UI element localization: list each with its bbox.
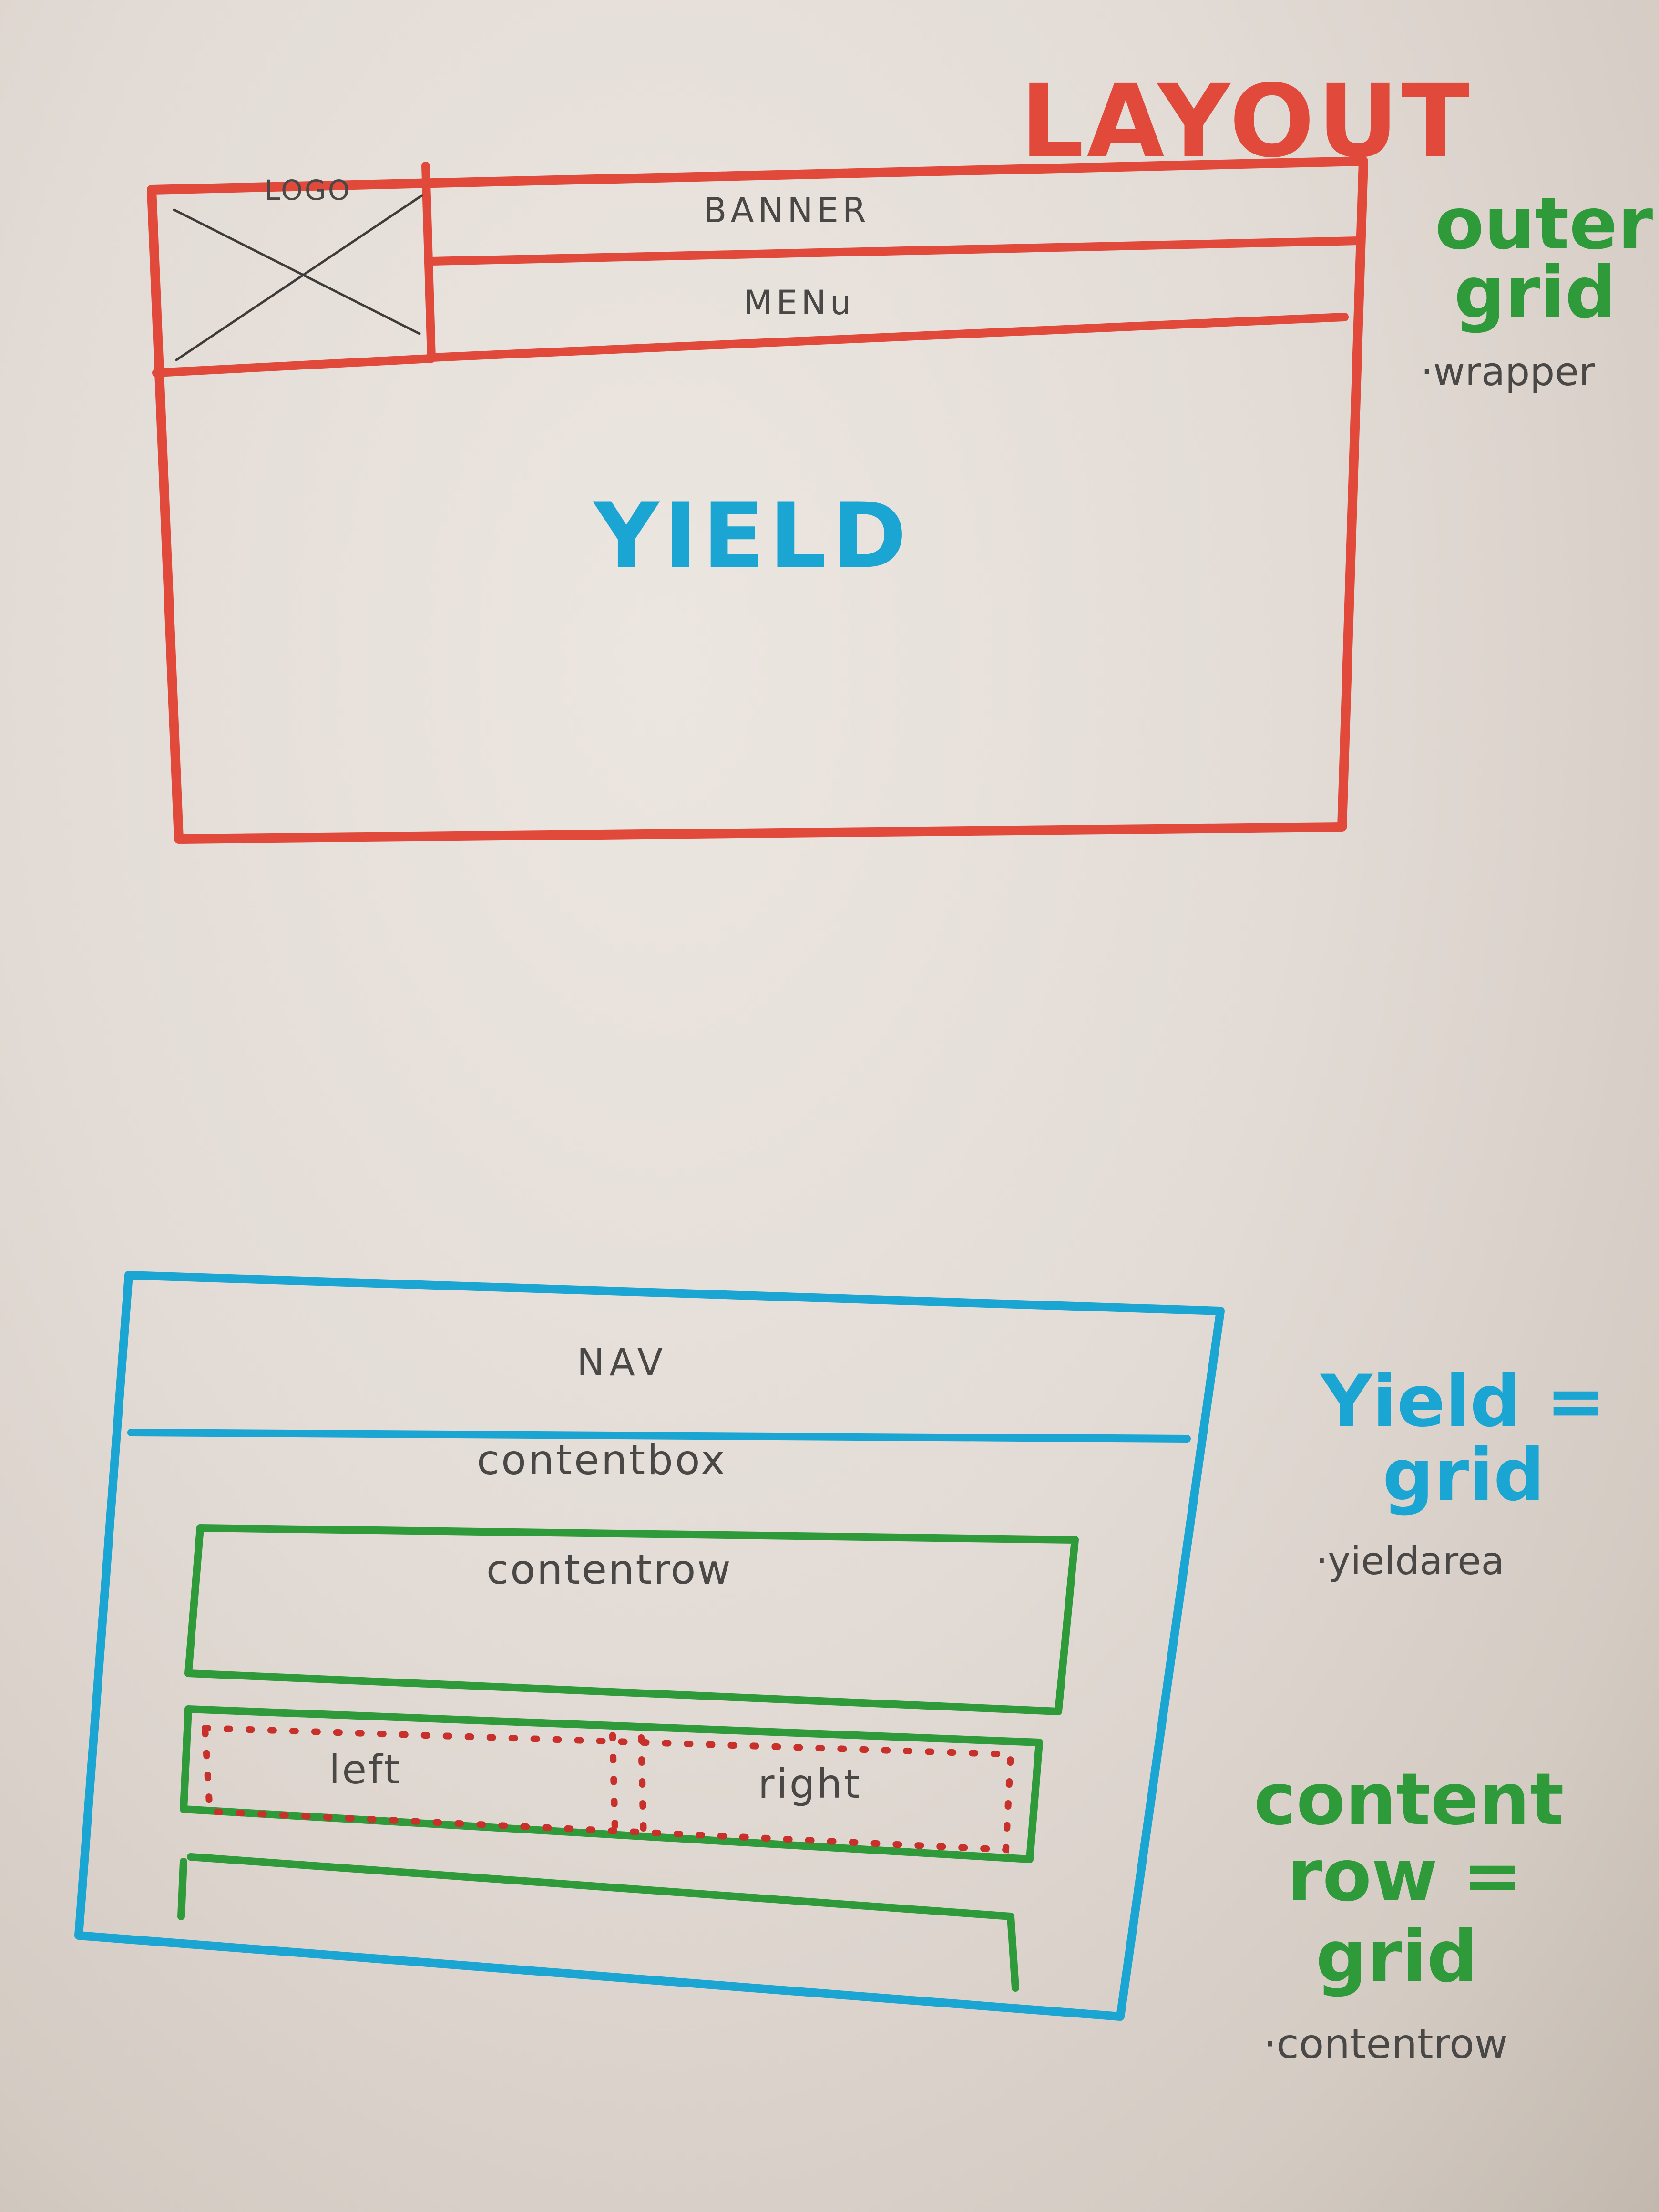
nav-divider bbox=[127, 1429, 1191, 1443]
menu-label: MENu bbox=[744, 283, 855, 322]
yield-grid-class-name: ·yieldarea bbox=[1316, 1539, 1505, 1583]
contentrow-box-2 bbox=[180, 1705, 1043, 1863]
layout-banner-menu-divider bbox=[427, 236, 1363, 362]
contentrow-grid-note-line3: grid bbox=[1316, 1915, 1478, 1998]
yield-outer-frame bbox=[74, 1271, 1225, 2021]
outer-grid-note-line2: grid bbox=[1454, 252, 1617, 335]
layout-title: LAYOUT bbox=[1020, 63, 1473, 180]
left-label: left bbox=[329, 1746, 402, 1793]
outer-grid-class-name: ·wrapper bbox=[1421, 349, 1595, 395]
nav-label: NAV bbox=[577, 1342, 668, 1384]
contentrow-grid-note-line2: row = bbox=[1287, 1834, 1523, 1917]
contentrow-box-1 bbox=[184, 1524, 1079, 1715]
contentrow-grid-note-line1: content bbox=[1254, 1758, 1564, 1841]
left-right-dotted-regions bbox=[201, 1724, 1014, 1854]
contentrow-box-3-partial bbox=[177, 1853, 1019, 1992]
outer-grid-note-line1: outer bbox=[1435, 183, 1653, 266]
logo-label: LOGO bbox=[265, 174, 352, 206]
contentrow-label: contentrow bbox=[486, 1546, 732, 1594]
banner-label: BANNER bbox=[703, 190, 870, 230]
logo-placeholder-x bbox=[173, 194, 423, 361]
layout-outer-frame bbox=[147, 156, 1368, 844]
yield-grid-note-line2: grid bbox=[1382, 1434, 1545, 1517]
right-label: right bbox=[758, 1761, 862, 1807]
contentrow-grid-class-name: ·contentrow bbox=[1263, 2020, 1508, 2068]
yield-label: YIELD bbox=[594, 483, 911, 589]
yield-grid-note-line1: Yield = bbox=[1321, 1360, 1606, 1443]
contentbox-label: contentbox bbox=[477, 1436, 727, 1484]
